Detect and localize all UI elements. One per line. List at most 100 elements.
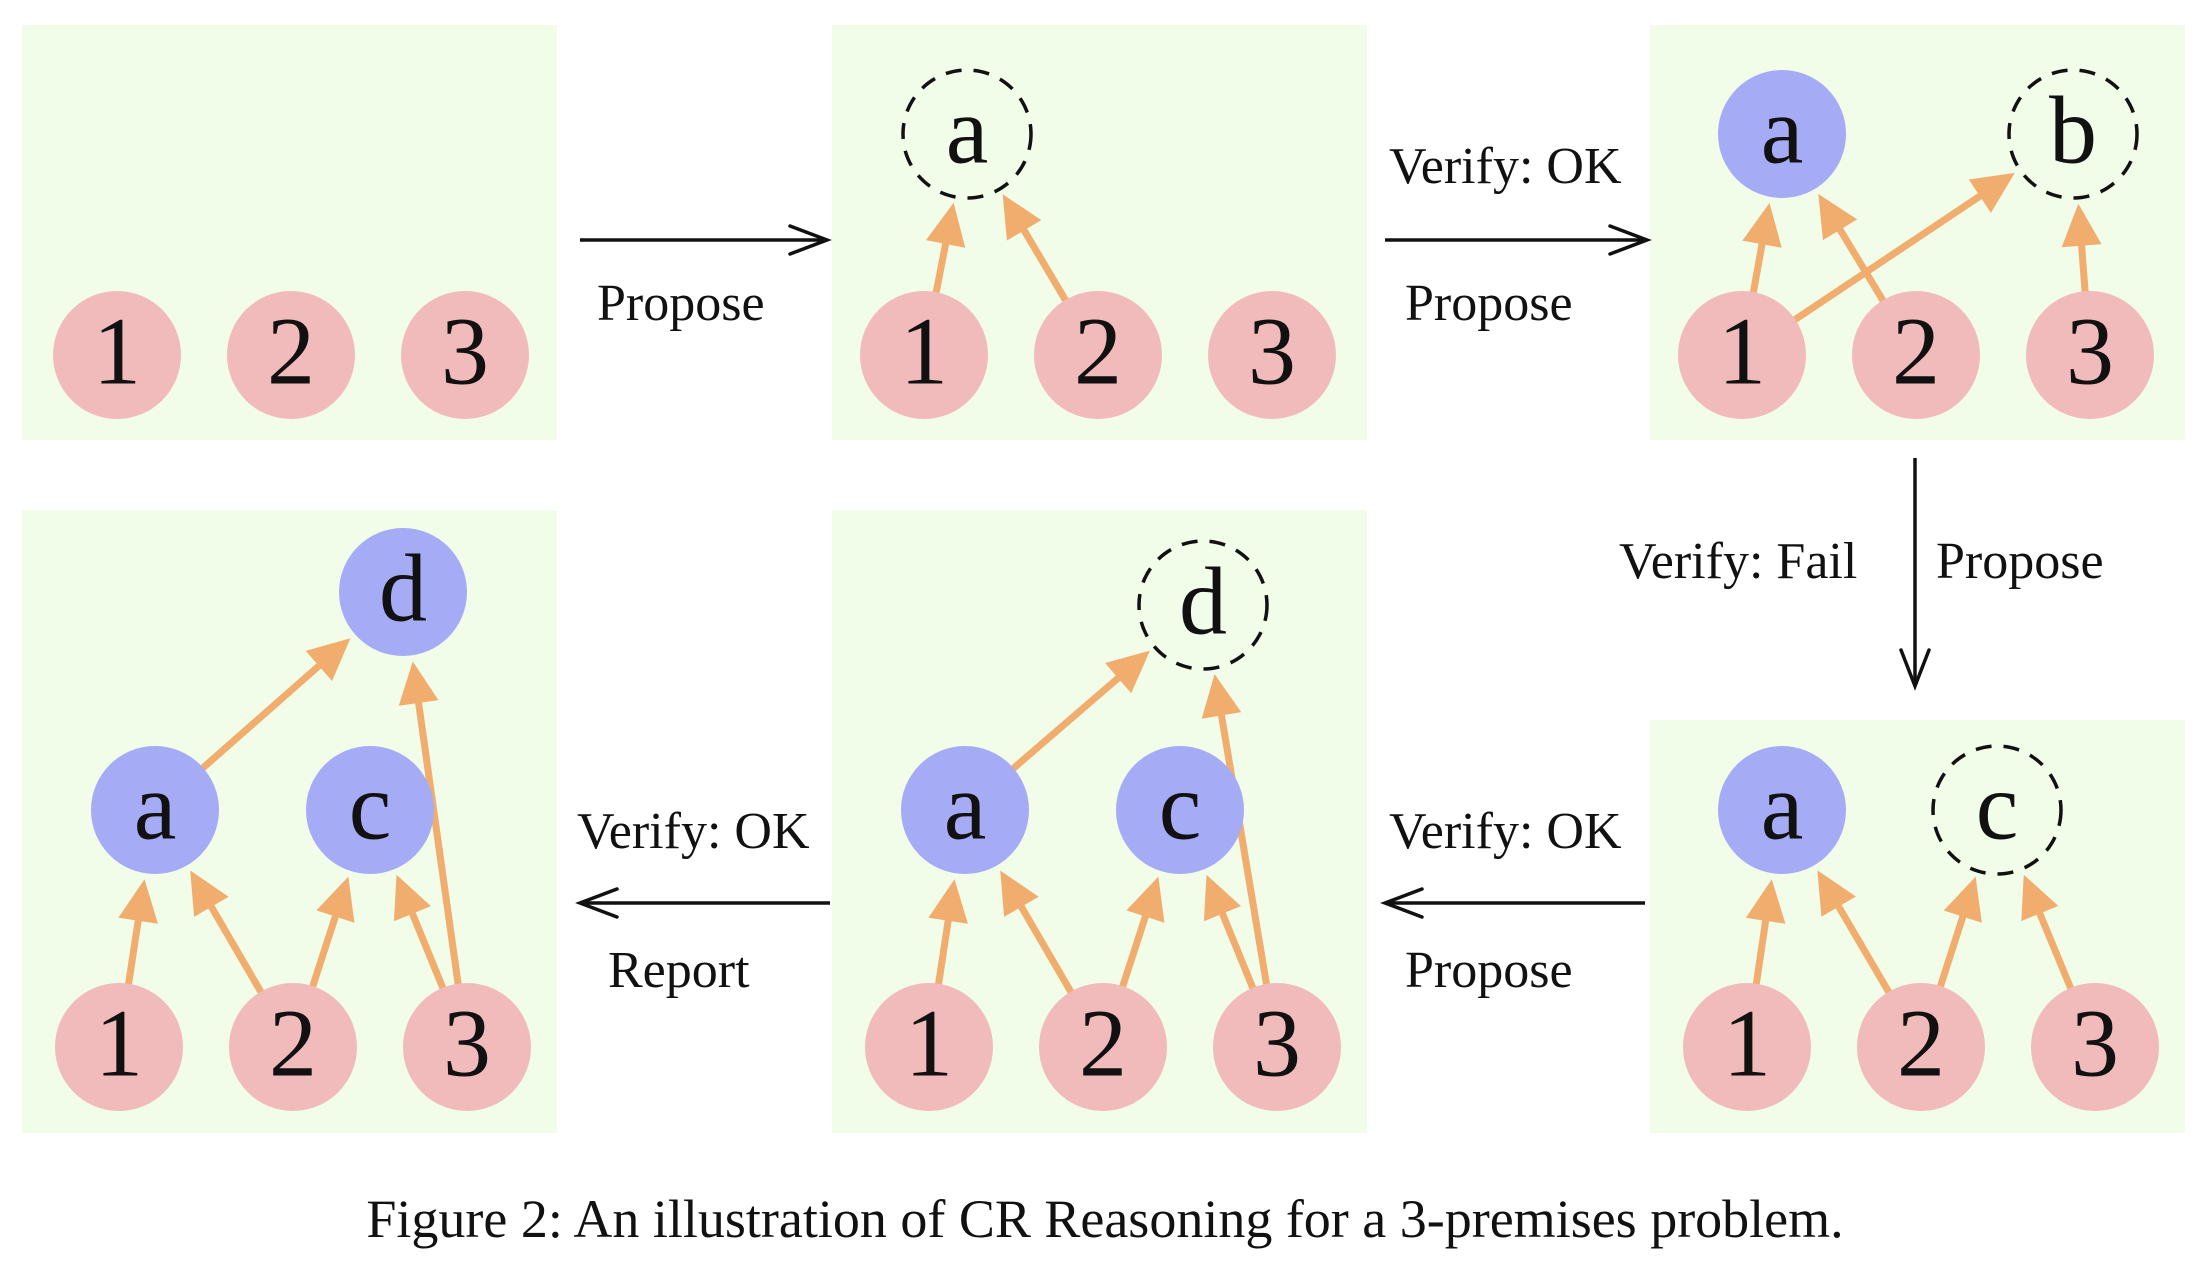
- panel-4-edge-2-to-c: [1936, 876, 1982, 990]
- panel-3-edge-1-to-a: [1742, 202, 1782, 295]
- panel-6-edge-a-to-d: [199, 638, 351, 772]
- panel-6-edge-2-to-a: [190, 870, 265, 996]
- panel-3-node-2-label: 2: [1892, 298, 1940, 405]
- panel-3-node-1-circle: [1678, 291, 1806, 419]
- flow-label-propose-2: Propose: [1405, 275, 1573, 332]
- panel-6-edge-3-to-d: [398, 661, 462, 987]
- panel-2-edge-1-to-a: [925, 202, 966, 295]
- flow-label-verify-fail-3: Verify: Fail: [1619, 533, 1857, 590]
- flow-arrow-verify-ok-2: [1385, 224, 1652, 256]
- panel-5-node-1-label: 1: [905, 990, 953, 1097]
- panel-2-node-1: 1: [860, 291, 988, 419]
- panel-6-node-d-label: d: [379, 535, 427, 642]
- flow-arrow-verify-ok-5: [575, 887, 830, 919]
- panel-1-node-2: 2: [227, 291, 355, 419]
- panel-6-node-d-circle: [339, 528, 467, 656]
- flow-label-propose-1: Propose: [597, 275, 765, 332]
- panel-6-node-a: a: [91, 746, 219, 874]
- panel-4-node-a-circle: [1718, 746, 1846, 874]
- panel-5-node-3-circle: [1213, 983, 1341, 1111]
- panel-5-edge-3-to-c: [1203, 874, 1257, 991]
- panel-2-node-3: 3: [1208, 291, 1336, 419]
- panel-6-node-3: 3: [403, 983, 531, 1111]
- panel-5-node-2-label: 2: [1079, 990, 1127, 1097]
- panel-6-node-1-label: 1: [95, 990, 143, 1097]
- panel-2-node-a: a: [901, 68, 1033, 200]
- panel-3-node-2: 2: [1852, 291, 1980, 419]
- panel-2-node-2: 2: [1034, 291, 1162, 419]
- flow-arrow-verify-fail-3: [1899, 458, 1931, 691]
- panel-4-node-3: 3: [2031, 983, 2159, 1111]
- panel-5-edge-2-to-a: [1000, 870, 1075, 996]
- panel-3-node-b-label: b: [2049, 77, 2097, 184]
- panel-4-edge-2-to-a: [1817, 870, 1893, 996]
- panel-5-edge-a-to-d: [1009, 650, 1150, 773]
- panel-3-node-a: a: [1718, 70, 1846, 198]
- panel-5-node-2-circle: [1039, 983, 1167, 1111]
- panel-5-node-a: a: [901, 746, 1029, 874]
- flow-label-propose-3: Propose: [1936, 533, 2104, 590]
- panel-3-node-b-circle: [2007, 68, 2139, 200]
- flow-label-verify-ok-5: Verify: OK: [577, 803, 810, 860]
- panel-3-node-1-label: 1: [1718, 298, 1766, 405]
- panel-6-node-a-label: a: [134, 753, 177, 860]
- panel-3-node-a-label: a: [1761, 77, 1804, 184]
- panel-5-node-1-circle: [865, 983, 993, 1111]
- panel-4-node-3-label: 3: [2071, 990, 2119, 1097]
- panel-6-node-c: c: [306, 746, 434, 874]
- flow-label-report-5: Report: [608, 942, 750, 999]
- panel-3-node-3-label: 3: [2066, 298, 2114, 405]
- panel-5-edge-1-to-a: [928, 879, 968, 987]
- panel-3-node-3: 3: [2026, 291, 2154, 419]
- panel-1-node-1: 1: [53, 291, 181, 419]
- panel-6-node-2-label: 2: [269, 990, 317, 1097]
- panel-4-node-2-label: 2: [1897, 990, 1945, 1097]
- panel-5-node-a-circle: [901, 746, 1029, 874]
- flow-arrow-propose-1: [580, 224, 832, 256]
- flow-arrow-verify-ok-4: [1380, 887, 1645, 919]
- panel-4-node-2-circle: [1857, 983, 1985, 1111]
- panel-5-edge-3-to-d: [1201, 674, 1271, 987]
- panel-4-node-c-label: c: [1976, 753, 2019, 860]
- panel-5-node-c-circle: [1116, 746, 1244, 874]
- panel-4-node-c: c: [1931, 744, 2063, 876]
- panel-4-node-a-label: a: [1761, 753, 1804, 860]
- panel-2-node-3-circle: [1208, 291, 1336, 419]
- panel-1-node-3: 3: [401, 291, 529, 419]
- panel-6-node-c-label: c: [349, 753, 392, 860]
- panel-6-edge-1-to-a: [118, 879, 158, 987]
- panel-6-edge-3-to-c: [393, 874, 447, 991]
- panel-5-node-1: 1: [865, 983, 993, 1111]
- panel-4-edge-3-to-c: [2021, 874, 2075, 992]
- figure-caption: Figure 2: An illustration of CR Reasonin…: [366, 1189, 1843, 1249]
- panel-3-edge-3-to-b: [2061, 203, 2102, 294]
- flow-label-propose-4: Propose: [1405, 942, 1573, 999]
- panel-1-node-3-circle: [401, 291, 529, 419]
- panel-5-node-d-label: d: [1179, 548, 1227, 655]
- panel-5-node-2: 2: [1039, 983, 1167, 1111]
- panel-6-node-3-circle: [403, 983, 531, 1111]
- panel-2-node-3-label: 3: [1248, 298, 1296, 405]
- flow-label-verify-ok-2: Verify: OK: [1389, 138, 1622, 195]
- panel-5-node-d-circle: [1137, 539, 1269, 671]
- panel-4-node-c-circle: [1931, 744, 2063, 876]
- panel-3-node-1: 1: [1678, 291, 1806, 419]
- panel-3-edge-2-to-a: [1818, 193, 1887, 304]
- panel-6-node-2: 2: [229, 983, 357, 1111]
- panel-6-node-a-circle: [91, 746, 219, 874]
- flow-label-verify-ok-4: Verify: OK: [1389, 803, 1622, 860]
- panel-6-node-d: d: [339, 528, 467, 656]
- panel-4-node-a: a: [1718, 746, 1846, 874]
- panel-3-node-2-circle: [1852, 291, 1980, 419]
- panel-5-node-c: c: [1116, 746, 1244, 874]
- panel-3-node-3-circle: [2026, 291, 2154, 419]
- panel-4-node-1-label: 1: [1723, 990, 1771, 1097]
- panel-2-node-a-circle: [901, 68, 1033, 200]
- panel-2-node-2-label: 2: [1074, 298, 1122, 405]
- panel-4-edge-1-to-a: [1745, 879, 1786, 987]
- edge-layer: [118, 172, 2102, 996]
- panel-1-node-1-circle: [53, 291, 181, 419]
- panel-2-node-1-circle: [860, 291, 988, 419]
- panel-5-node-d: d: [1137, 539, 1269, 671]
